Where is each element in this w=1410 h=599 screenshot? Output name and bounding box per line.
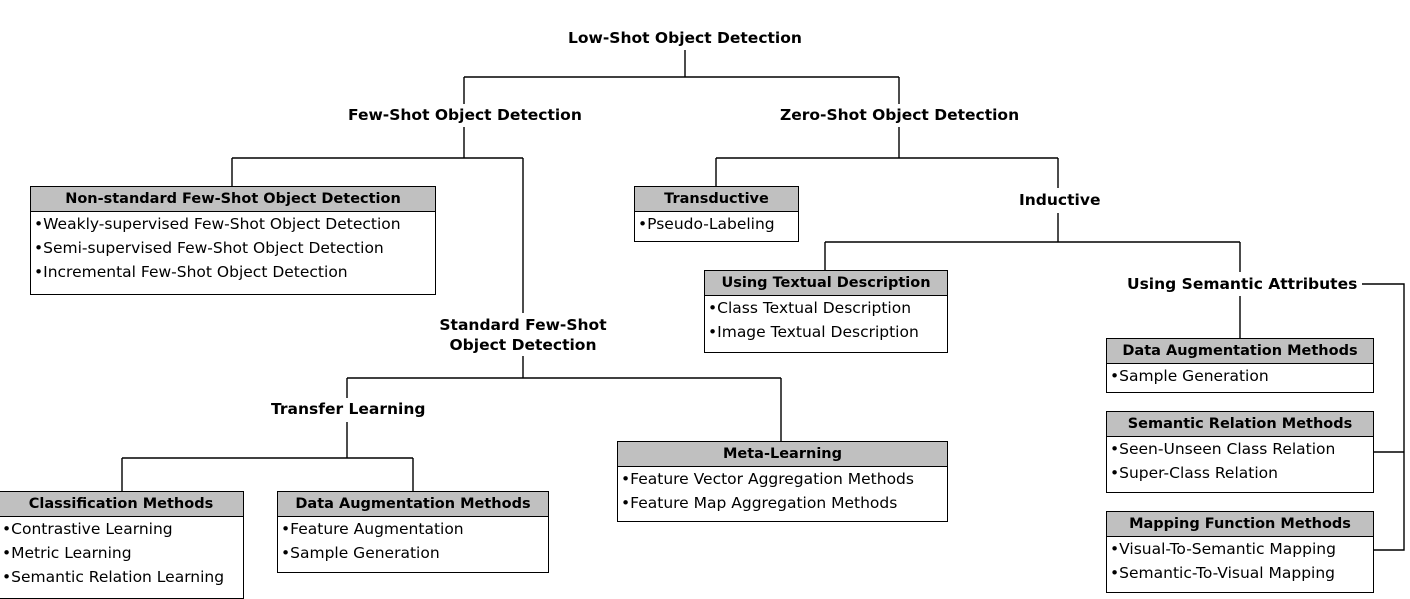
inductive-title: Inductive	[1019, 191, 1101, 209]
data-augmentation-fs-item: •Sample Generation	[281, 544, 440, 562]
transductive-item: •Pseudo-Labeling	[638, 215, 775, 233]
non-standard-box: Non-standard Few-Shot Object Detection •…	[30, 186, 436, 295]
standard-title: Standard Few-Shot Object Detection	[423, 315, 623, 355]
meta-learning-title: Meta-Learning	[618, 442, 947, 467]
semantic-relation-box: Semantic Relation Methods •Seen-Unseen C…	[1106, 411, 1374, 493]
mapping-function-item: •Semantic-To-Visual Mapping	[1110, 564, 1336, 582]
classification-item: •Contrastive Learning	[2, 520, 173, 538]
transductive-box: Transductive •Pseudo-Labeling	[634, 186, 799, 242]
mapping-function-item: •Visual-To-Semantic Mapping	[1110, 540, 1336, 558]
few-shot-title: Few-Shot Object Detection	[348, 106, 582, 124]
classification-item: •Semantic Relation Learning	[2, 568, 225, 586]
semantic-relation-title: Semantic Relation Methods	[1107, 412, 1373, 437]
connector-standard	[346, 356, 782, 441]
semantic-relation-item: •Super-Class Relation	[1110, 464, 1278, 482]
zero-shot-title: Zero-Shot Object Detection	[780, 106, 1020, 124]
textual-description-item: •Class Textual Description	[708, 299, 912, 317]
connector-inductive	[824, 213, 1241, 272]
connector-few-shot	[231, 127, 524, 313]
meta-learning-box: Meta-Learning •Feature Vector Aggregatio…	[617, 441, 948, 522]
data-augmentation-zs-box: Data Augmentation Methods •Sample Genera…	[1106, 338, 1374, 393]
non-standard-title: Non-standard Few-Shot Object Detection	[31, 187, 435, 212]
non-standard-item: •Weakly-supervised Few-Shot Object Detec…	[34, 215, 401, 233]
meta-learning-item: •Feature Vector Aggregation Methods	[621, 470, 914, 488]
meta-learning-item: •Feature Map Aggregation Methods	[621, 494, 898, 512]
connector-root	[463, 50, 900, 104]
data-augmentation-fs-item: •Feature Augmentation	[281, 520, 464, 538]
mapping-function-title: Mapping Function Methods	[1107, 512, 1373, 537]
semantic-relation-item: •Seen-Unseen Class Relation	[1110, 440, 1336, 458]
data-augmentation-zs-title: Data Augmentation Methods	[1107, 339, 1373, 364]
transductive-title: Transductive	[635, 187, 798, 212]
data-augmentation-zs-item: •Sample Generation	[1110, 367, 1269, 385]
connector-zero-shot	[715, 127, 1059, 188]
mapping-function-box: Mapping Function Methods •Visual-To-Sema…	[1106, 511, 1374, 593]
transfer-learning-title: Transfer Learning	[271, 400, 426, 418]
standard-title-line2: Object Detection	[449, 336, 597, 354]
non-standard-item: •Incremental Few-Shot Object Detection	[34, 263, 348, 281]
classification-item: •Metric Learning	[2, 544, 132, 562]
textual-description-item: •Image Textual Description	[708, 323, 919, 341]
root-title: Low-Shot Object Detection	[568, 29, 802, 47]
textual-description-title: Using Textual Description	[705, 271, 947, 296]
classification-box: Classification Methods •Contrastive Lear…	[0, 491, 244, 599]
data-augmentation-fs-title: Data Augmentation Methods	[278, 492, 548, 517]
textual-description-box: Using Textual Description •Class Textual…	[704, 270, 948, 353]
data-augmentation-fs-box: Data Augmentation Methods •Feature Augme…	[277, 491, 549, 573]
semantic-attributes-title: Using Semantic Attributes	[1127, 275, 1358, 293]
classification-title: Classification Methods	[0, 492, 243, 517]
connector-transfer	[121, 422, 414, 491]
standard-title-line1: Standard Few-Shot	[439, 316, 607, 334]
non-standard-item: •Semi-supervised Few-Shot Object Detecti…	[34, 239, 384, 257]
connector-semantic-attributes	[1239, 283, 1405, 551]
